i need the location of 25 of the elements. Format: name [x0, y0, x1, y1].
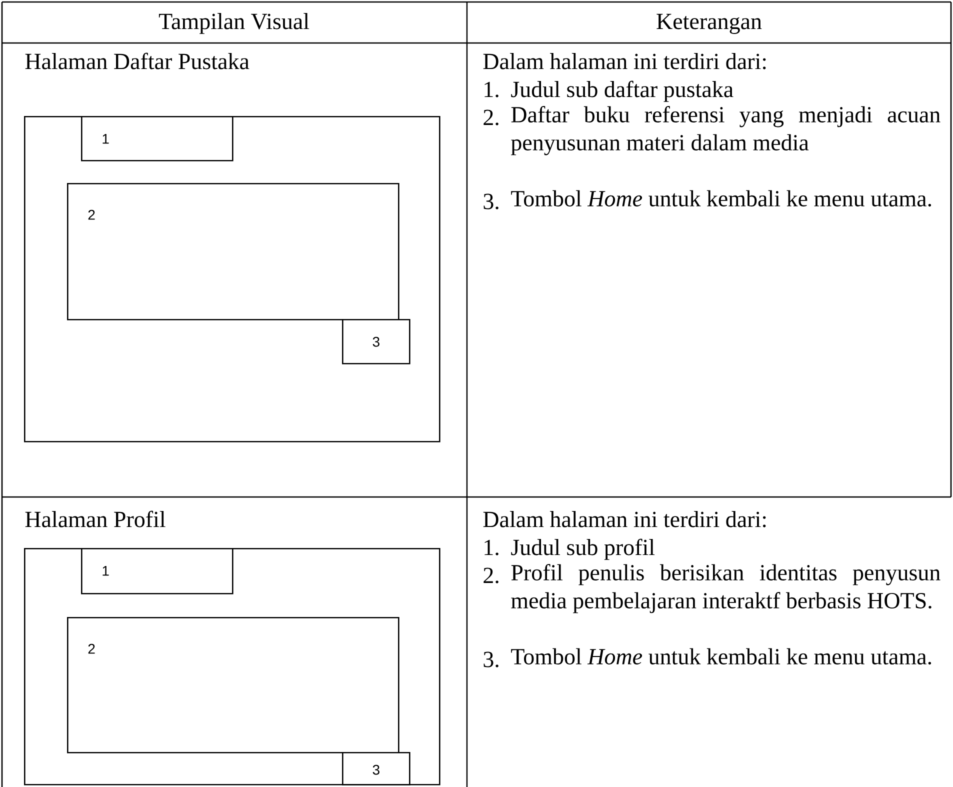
- cell-text: Judul sub daftar pustaka: [511, 80, 734, 102]
- numbered-box: 1: [81, 548, 234, 594]
- screen-frame: [24, 116, 440, 442]
- numbered-box: 3: [342, 319, 410, 364]
- cell-text: 3.: [484, 652, 498, 668]
- list-text: Tombol Home untuk kembali ke menu utama.: [511, 190, 932, 207]
- header-text: Keterangan: [656, 14, 762, 34]
- cell-text: 2.: [484, 110, 498, 126]
- cell-text: Halaman Profil: [25, 510, 166, 528]
- cell-text: Dalam halaman ini terdiri dari:: [483, 511, 766, 528]
- header-text: Tampilan Visual: [158, 13, 310, 34]
- cell-text: 2.: [484, 568, 498, 584]
- list-text: Tombol Home untuk kembali ke menu utama.: [511, 648, 932, 665]
- numbered-box: 3: [342, 752, 410, 786]
- numbered-box: 1: [81, 116, 234, 162]
- cell-text: 1.: [484, 82, 498, 98]
- cell-text: Dalam halaman ini terdiri dari:: [483, 53, 766, 70]
- list-text: Daftar buku referensi yang menjadi acuan penyusunan materi dalam media: [511, 106, 940, 156]
- cell-text: Halaman Daftar Pustaka: [25, 52, 250, 70]
- cell-text: 1.: [484, 540, 498, 556]
- list-text: Profil penulis berisikan identitas penyusun media pembelajaran interaktf berbasis HOTS.: [511, 564, 940, 614]
- numbered-box: 2: [67, 183, 400, 320]
- numbered-box: 2: [67, 617, 400, 754]
- cell-text: 3.: [484, 194, 498, 210]
- cell-text: Judul sub profil: [511, 538, 655, 560]
